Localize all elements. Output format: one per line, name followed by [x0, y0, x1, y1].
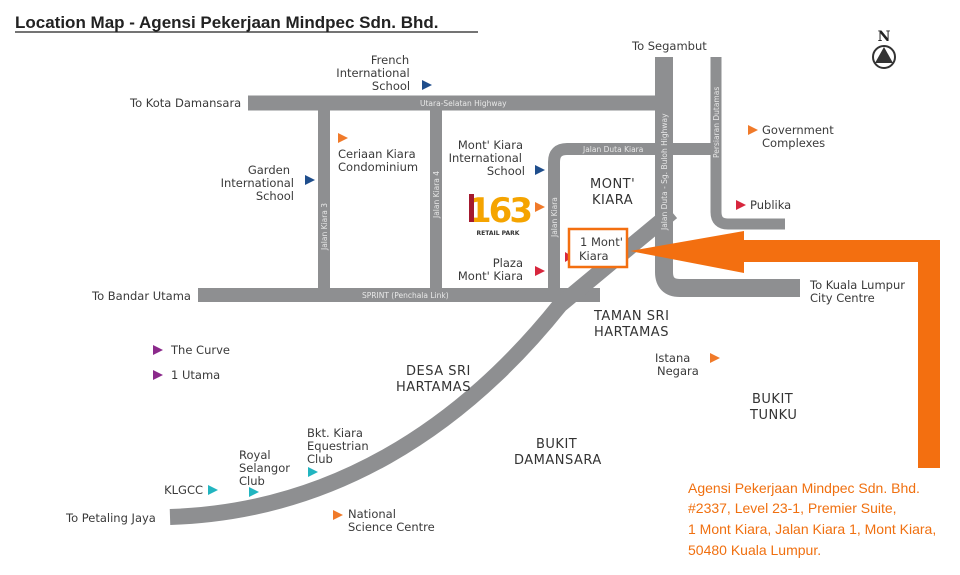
svg-text:N: N [878, 29, 891, 45]
area-desa-2: HARTAMAS [396, 380, 471, 395]
area-bukit-tunku-1: BUKIT [752, 392, 793, 407]
place-utama: 1 Utama [171, 368, 220, 382]
marker-garden [305, 175, 315, 185]
address-line-1: Agensi Pekerjaan Mindpec Sdn. Bhd. [688, 480, 920, 496]
place-french-3: School [372, 79, 410, 93]
direction-kota-damansara: To Kota Damansara [129, 96, 241, 110]
place-mkis-3: School [487, 164, 525, 178]
marker-retail [535, 202, 545, 212]
place-istana-1: Istana [655, 351, 690, 365]
direction-kl-2: City Centre [810, 291, 875, 305]
place-royal-1: Royal [239, 448, 271, 462]
marker-plaza [535, 266, 545, 276]
road-sprint-diagonal [169, 205, 678, 525]
road-label-duta-highway: Jalan Duta - Sg. Buloh Highway [660, 113, 669, 231]
place-onemont-1: 1 Mont' [580, 235, 623, 249]
place-french-2: International [336, 66, 409, 80]
road-label-kiara4: Jalan Kiara 4 [432, 171, 441, 219]
place-bkt-2: Equestrian [307, 439, 369, 453]
marker-ceriaan [338, 133, 348, 143]
direction-segambut: To Segambut [631, 39, 707, 53]
place-garden-1: Garden [248, 163, 290, 177]
area-desa-1: DESA SRI [406, 364, 471, 379]
place-istana-2: Negara [657, 364, 699, 378]
retail-park-logo: 163 RETAIL PARK [468, 191, 533, 237]
roads [169, 57, 800, 525]
road-label-sprint: SPRINT (Penchala Link) [362, 291, 449, 300]
place-royal-3: Club [239, 474, 265, 488]
road-label-utara: Utara-Selatan Highway [420, 99, 507, 108]
place-bkt-1: Bkt. Kiara [307, 426, 363, 440]
marker-utama [153, 370, 163, 380]
address-line-2: #2337, Level 23-1, Premier Suite, [688, 500, 897, 516]
marker-bkt [308, 467, 318, 477]
place-plaza-2: Mont' Kiara [458, 269, 523, 283]
markers [153, 80, 758, 520]
area-mont-kiara-2: KIARA [592, 193, 633, 208]
place-ceriaan-1: Ceriaan Kiara [338, 147, 416, 161]
north-compass-icon: N [872, 29, 896, 69]
marker-klgcc [208, 485, 218, 495]
place-curve: The Curve [170, 343, 230, 357]
place-plaza-1: Plaza [493, 256, 523, 270]
place-royal-2: Selangor [239, 461, 290, 475]
place-garden-3: School [256, 189, 294, 203]
road-label-dutamas: Persiaran Dutamas [712, 87, 721, 158]
place-gov-2: Complexes [762, 136, 825, 150]
area-mont-kiara-1: MONT' [590, 177, 635, 192]
place-mkis-2: International [449, 151, 522, 165]
area-taman-1: TAMAN SRI [593, 309, 669, 324]
marker-istana [710, 353, 720, 363]
road-duta-highway [655, 57, 800, 297]
marker-mkis [535, 165, 545, 175]
marker-science [333, 510, 343, 520]
address-line-4: 50480 Kuala Lumpur. [688, 542, 821, 558]
one-mont-kiara-box [567, 227, 629, 269]
map-title: Location Map - Agensi Pekerjaan Mindpec … [15, 13, 438, 32]
marker-french [422, 80, 432, 90]
pointer-arrow-icon [630, 231, 940, 468]
marker-royal [249, 487, 259, 497]
area-bukit-damansara-1: BUKIT [536, 437, 577, 452]
road-label-duta-kiara: Jalan Duta Kiara [582, 145, 643, 154]
place-mkis-1: Mont' Kiara [458, 138, 523, 152]
place-science-2: Science Centre [348, 520, 435, 534]
address-block: Agensi Pekerjaan Mindpec Sdn. Bhd. #2337… [688, 480, 936, 558]
road-persiaran-dutamas [710, 57, 785, 230]
place-publika: Publika [750, 198, 791, 212]
svg-text:163: 163 [468, 191, 530, 231]
direction-petaling-jaya: To Petaling Jaya [65, 511, 156, 525]
place-bkt-3: Club [307, 452, 333, 466]
place-klgcc: KLGCC [164, 483, 203, 497]
place-ceriaan-2: Condominium [338, 160, 418, 174]
direction-bandar-utama: To Bandar Utama [91, 289, 191, 303]
place-garden-2: International [221, 176, 294, 190]
place-gov-1: Government [762, 123, 834, 137]
marker-gov [748, 125, 758, 135]
address-line-3: 1 Mont Kiara, Jalan Kiara 1, Mont Kiara, [688, 521, 936, 537]
road-label-kiara3: Jalan Kiara 3 [320, 203, 329, 251]
area-bukit-damansara-2: DAMANSARA [514, 453, 602, 468]
place-science-1: National [348, 507, 396, 521]
place-french-1: French [371, 53, 409, 67]
direction-kl-1: To Kuala Lumpur [809, 278, 905, 292]
area-taman-2: HARTAMAS [594, 325, 669, 340]
marker-curve [153, 345, 163, 355]
svg-text:RETAIL PARK: RETAIL PARK [477, 230, 520, 237]
road-jalan-duta-kiara [548, 143, 716, 290]
road-label-jalan-kiara: Jalan Kiara [550, 197, 559, 238]
place-onemont-2: Kiara [579, 249, 609, 263]
marker-publika [736, 200, 746, 210]
area-bukit-tunku-2: TUNKU [749, 408, 797, 423]
